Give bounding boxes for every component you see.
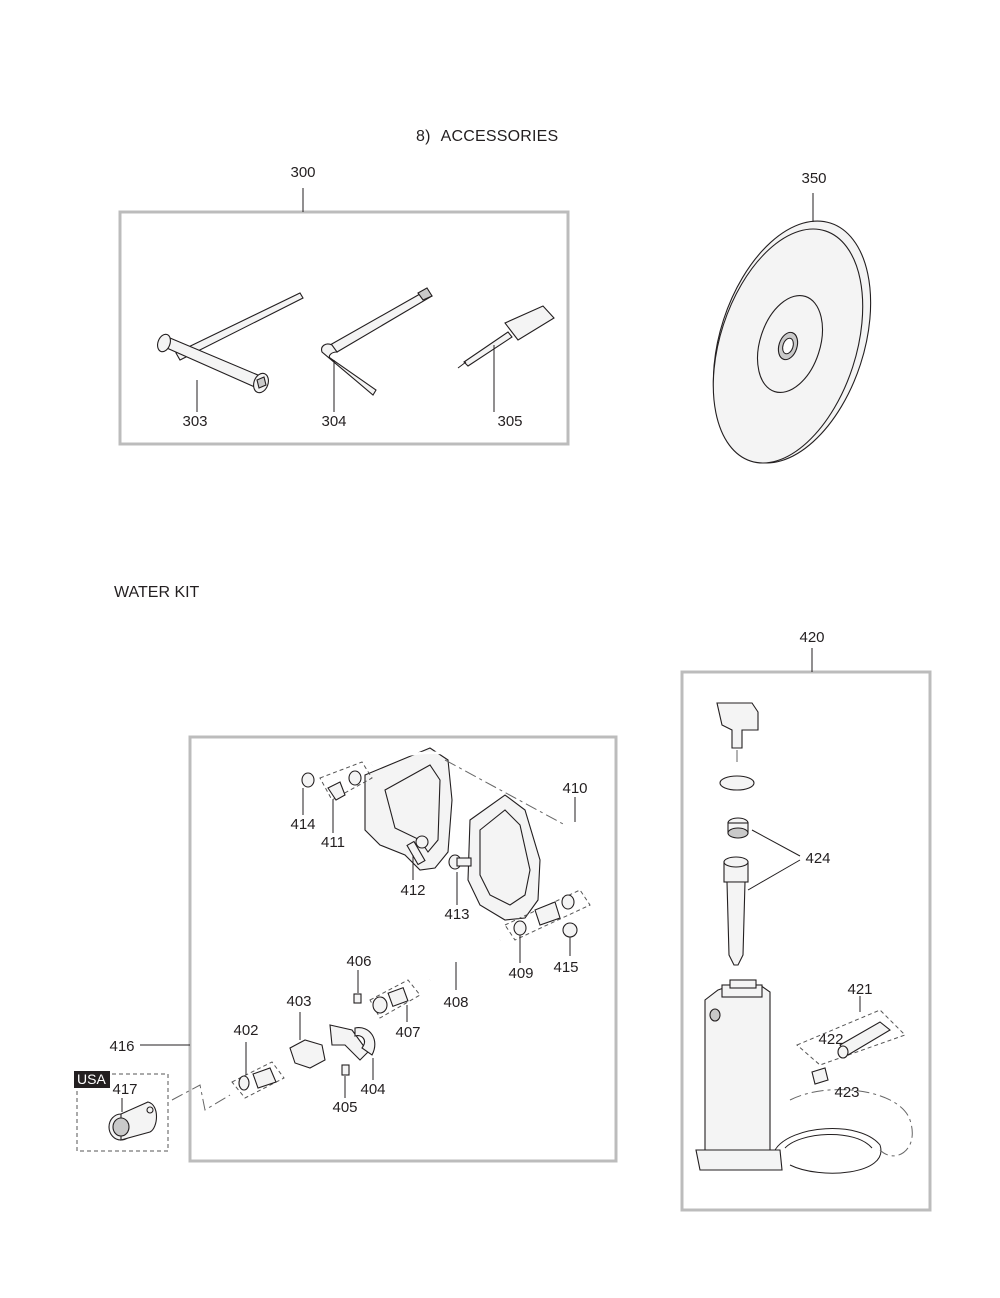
label-305: 305 xyxy=(497,413,523,430)
water-kit-box xyxy=(140,735,618,1163)
label-413: 413 xyxy=(444,906,470,923)
screwdriver-305 xyxy=(457,305,555,412)
section-title: ACCESSORIES xyxy=(440,128,559,145)
label-416: 416 xyxy=(109,1038,135,1055)
elbow-fitting-411 xyxy=(319,761,373,833)
label-408: 408 xyxy=(443,994,469,1011)
label-412: 412 xyxy=(400,882,426,899)
valve-body-403 xyxy=(289,1012,326,1069)
label-424: 424 xyxy=(805,850,831,867)
label-422: 422 xyxy=(818,1031,844,1048)
label-410: 410 xyxy=(562,780,588,797)
tee-fitting-409 xyxy=(504,889,591,963)
coupling-407 xyxy=(369,979,421,1022)
label-407: 407 xyxy=(395,1024,421,1041)
pump-cap-seal xyxy=(719,775,755,839)
label-415: 415 xyxy=(553,959,579,976)
tube-408 xyxy=(429,938,501,990)
label-404: 404 xyxy=(360,1081,386,1098)
cap-415 xyxy=(562,922,578,956)
shroud-plate-left xyxy=(364,747,453,871)
label-300: 300 xyxy=(290,164,316,181)
cutting-disc-350 xyxy=(712,193,872,464)
bolt-412 xyxy=(406,835,429,880)
label-405: 405 xyxy=(332,1099,358,1116)
screw-405 xyxy=(341,1064,350,1098)
label-304: 304 xyxy=(321,413,347,430)
small-nut-406 xyxy=(353,970,362,1004)
pump-handle xyxy=(716,702,759,765)
section-number: 8) xyxy=(416,128,431,145)
spray-wand-421 xyxy=(796,996,906,1066)
pump-cylinder-424 xyxy=(723,829,801,966)
label-303: 303 xyxy=(182,413,208,430)
water-tank xyxy=(695,979,913,1174)
section-heading: 8) ACCESSORIES xyxy=(416,128,558,146)
label-350: 350 xyxy=(801,170,827,187)
pressure-tank-kit-420 xyxy=(680,648,932,1212)
nozzle-402 xyxy=(171,1042,285,1111)
nut-414 xyxy=(301,772,315,815)
label-421: 421 xyxy=(847,981,873,998)
region-badge-usa: USA xyxy=(74,1071,110,1088)
hex-key-304 xyxy=(321,287,433,412)
water-kit-title: WATER KIT xyxy=(114,584,200,601)
bolt-413 xyxy=(448,854,472,905)
t-wrench-303 xyxy=(157,292,304,412)
clamp-bracket-404 xyxy=(329,1024,376,1080)
hose-410 xyxy=(371,751,606,896)
label-403: 403 xyxy=(286,993,312,1010)
label-409: 409 xyxy=(508,965,534,982)
shroud-plate-right xyxy=(467,794,541,921)
hose-clip-423 xyxy=(811,1067,829,1085)
adapter-417 xyxy=(76,1073,169,1152)
label-414: 414 xyxy=(290,816,316,833)
label-417: 417 xyxy=(112,1081,138,1098)
label-420: 420 xyxy=(799,629,825,646)
accessories-kit-300 xyxy=(118,188,570,446)
label-402: 402 xyxy=(233,1022,259,1039)
label-411: 411 xyxy=(321,834,345,851)
label-406: 406 xyxy=(346,953,372,970)
label-423: 423 xyxy=(834,1084,860,1101)
